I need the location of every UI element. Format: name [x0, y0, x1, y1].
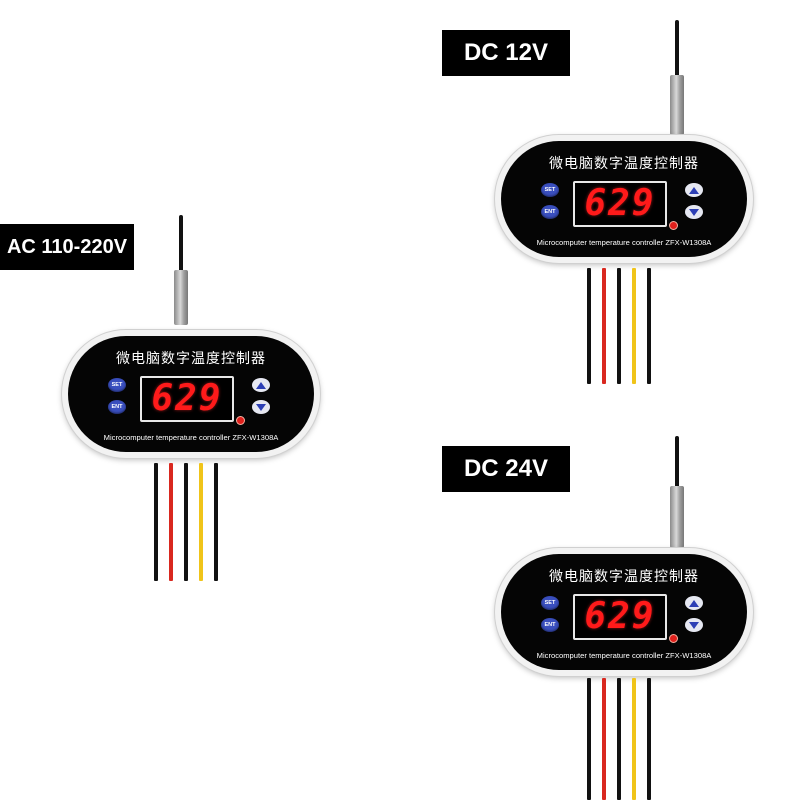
chinese-title: 微电脑数字温度控制器	[549, 569, 699, 585]
up-arrow-icon	[689, 599, 699, 607]
wire-yellow	[632, 268, 636, 384]
led-display: 629	[140, 376, 234, 422]
model-subtitle: Microcomputer temperature controller ZFX…	[536, 651, 712, 660]
set-button: SET	[541, 183, 559, 197]
up-arrow-icon	[689, 186, 699, 194]
wire-yellow	[199, 463, 203, 581]
wire-red	[602, 268, 606, 384]
status-led	[669, 634, 678, 643]
up-arrow-icon	[256, 381, 266, 389]
probe-cable	[675, 436, 679, 492]
set-button: SET	[108, 378, 126, 392]
voltage-label-dc12v: DC 12V	[442, 30, 570, 76]
probe-cable	[179, 215, 183, 275]
temperature-probe	[174, 270, 188, 325]
wire-black-2	[617, 268, 621, 384]
up-arrow-button	[685, 183, 703, 197]
controller-housing: 微电脑数字温度控制器 SET ENT 629 Microcomputer tem…	[495, 548, 753, 676]
controller-face: 微电脑数字温度控制器 SET ENT 629 Microcomputer tem…	[501, 554, 747, 670]
probe-cable	[675, 20, 679, 80]
controller-face: 微电脑数字温度控制器 SET ENT 629 Microcomputer tem…	[68, 336, 314, 452]
down-arrow-icon	[689, 208, 699, 216]
wire-black-2	[184, 463, 188, 581]
wire-black-1	[587, 268, 591, 384]
led-display: 629	[573, 181, 667, 227]
thermostat-unit-dc24v: 微电脑数字温度控制器 SET ENT 629 Microcomputer tem…	[495, 436, 755, 800]
wire-red	[602, 678, 606, 800]
wire-black-1	[587, 678, 591, 800]
up-arrow-button	[685, 596, 703, 610]
down-arrow-icon	[256, 403, 266, 411]
wire-red	[169, 463, 173, 581]
wire-yellow	[632, 678, 636, 800]
controller-housing: 微电脑数字温度控制器 SET ENT 629 Microcomputer tem…	[62, 330, 320, 458]
led-display: 629	[573, 594, 667, 640]
chinese-title: 微电脑数字温度控制器	[549, 156, 699, 172]
set-button: SET	[541, 596, 559, 610]
wire-black-2	[617, 678, 621, 800]
ent-button: ENT	[541, 205, 559, 219]
voltage-label-dc24v: DC 24V	[442, 446, 570, 492]
model-subtitle: Microcomputer temperature controller ZFX…	[103, 433, 279, 442]
status-led	[236, 416, 245, 425]
wire-black-1	[154, 463, 158, 581]
controller-housing: 微电脑数字温度控制器 SET ENT 629 Microcomputer tem…	[495, 135, 753, 263]
down-arrow-button	[252, 400, 270, 414]
temperature-probe	[670, 75, 684, 135]
controller-face: 微电脑数字温度控制器 SET ENT 629 Microcomputer tem…	[501, 141, 747, 257]
ent-button: ENT	[108, 400, 126, 414]
thermostat-unit-dc12v: 微电脑数字温度控制器 SET ENT 629 Microcomputer tem…	[495, 20, 755, 390]
wire-black-3	[647, 268, 651, 384]
wire-black-3	[647, 678, 651, 800]
ent-button: ENT	[541, 618, 559, 632]
display-digits: 629	[151, 378, 223, 419]
temperature-probe	[670, 486, 684, 548]
model-subtitle: Microcomputer temperature controller ZFX…	[536, 238, 712, 247]
display-digits: 629	[584, 183, 656, 224]
up-arrow-button	[252, 378, 270, 392]
down-arrow-button	[685, 618, 703, 632]
display-digits: 629	[584, 596, 656, 637]
chinese-title: 微电脑数字温度控制器	[116, 351, 266, 367]
status-led	[669, 221, 678, 230]
down-arrow-button	[685, 205, 703, 219]
down-arrow-icon	[689, 621, 699, 629]
wire-black-3	[214, 463, 218, 581]
voltage-label-ac: AC 110-220V	[0, 224, 134, 270]
thermostat-unit-ac: 微电脑数字温度控制器 SET ENT 629 Microcomputer tem…	[62, 215, 322, 585]
